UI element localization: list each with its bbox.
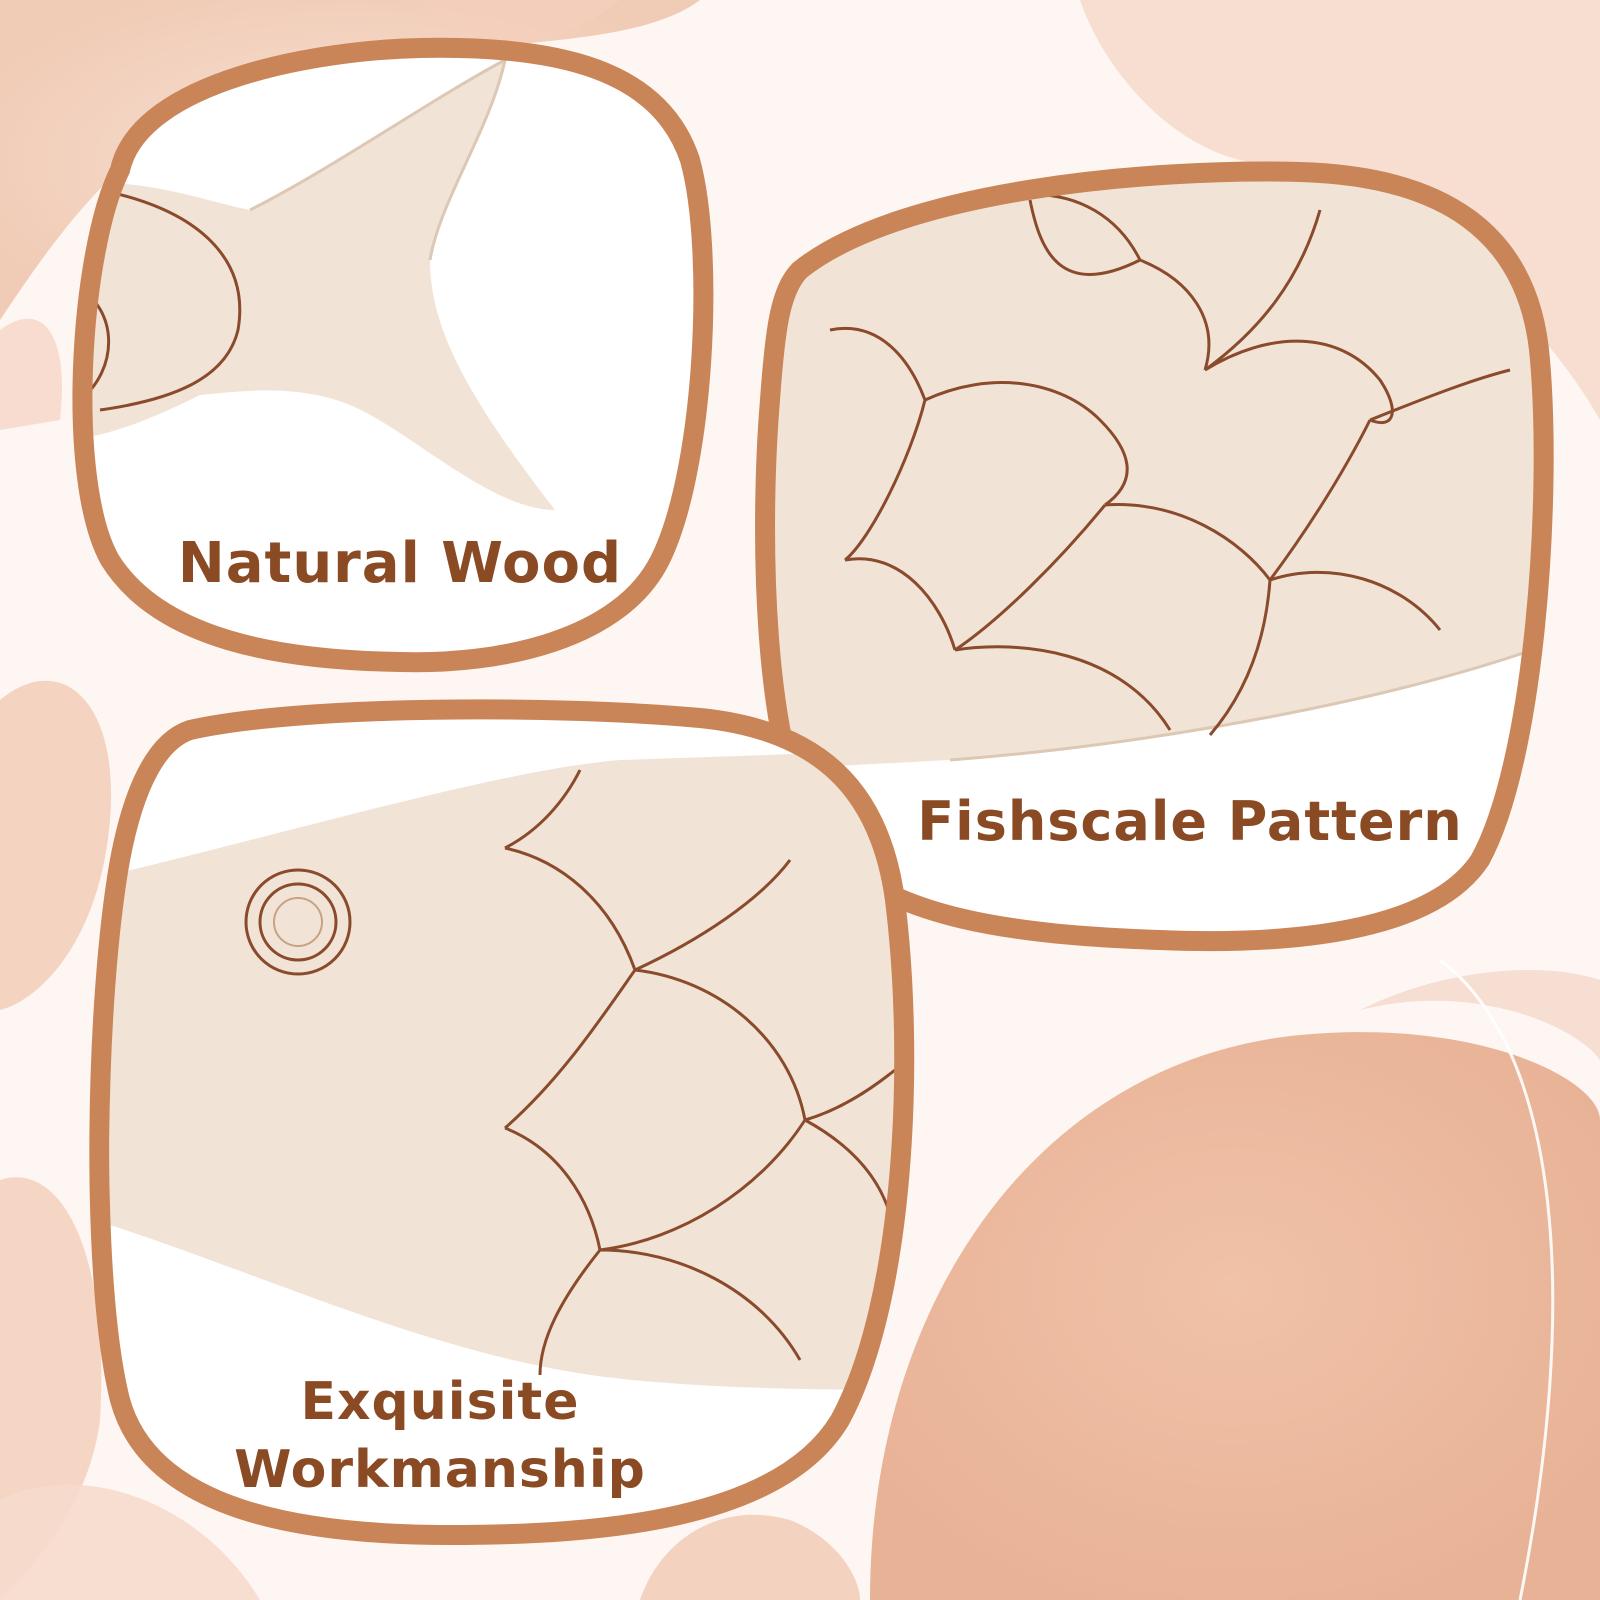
caption-exquisite-workmanship: Exquisite Workmanship	[210, 1368, 670, 1504]
caption-workmanship-line2: Workmanship	[234, 1440, 646, 1500]
caption-natural-wood: Natural Wood	[177, 531, 623, 596]
wooden-fish-head-image	[110, 750, 905, 1390]
caption-fishscale-pattern: Fishscale Pattern	[917, 790, 1463, 853]
panel-fishscale-pattern	[755, 161, 1554, 952]
wooden-fishscale-image	[765, 180, 1544, 770]
panel-natural-wood	[72, 37, 714, 673]
fish-eye-icon	[244, 868, 352, 976]
caption-workmanship-line1: Exquisite	[300, 1372, 580, 1432]
panel-exquisite-workmanship	[89, 699, 915, 1546]
